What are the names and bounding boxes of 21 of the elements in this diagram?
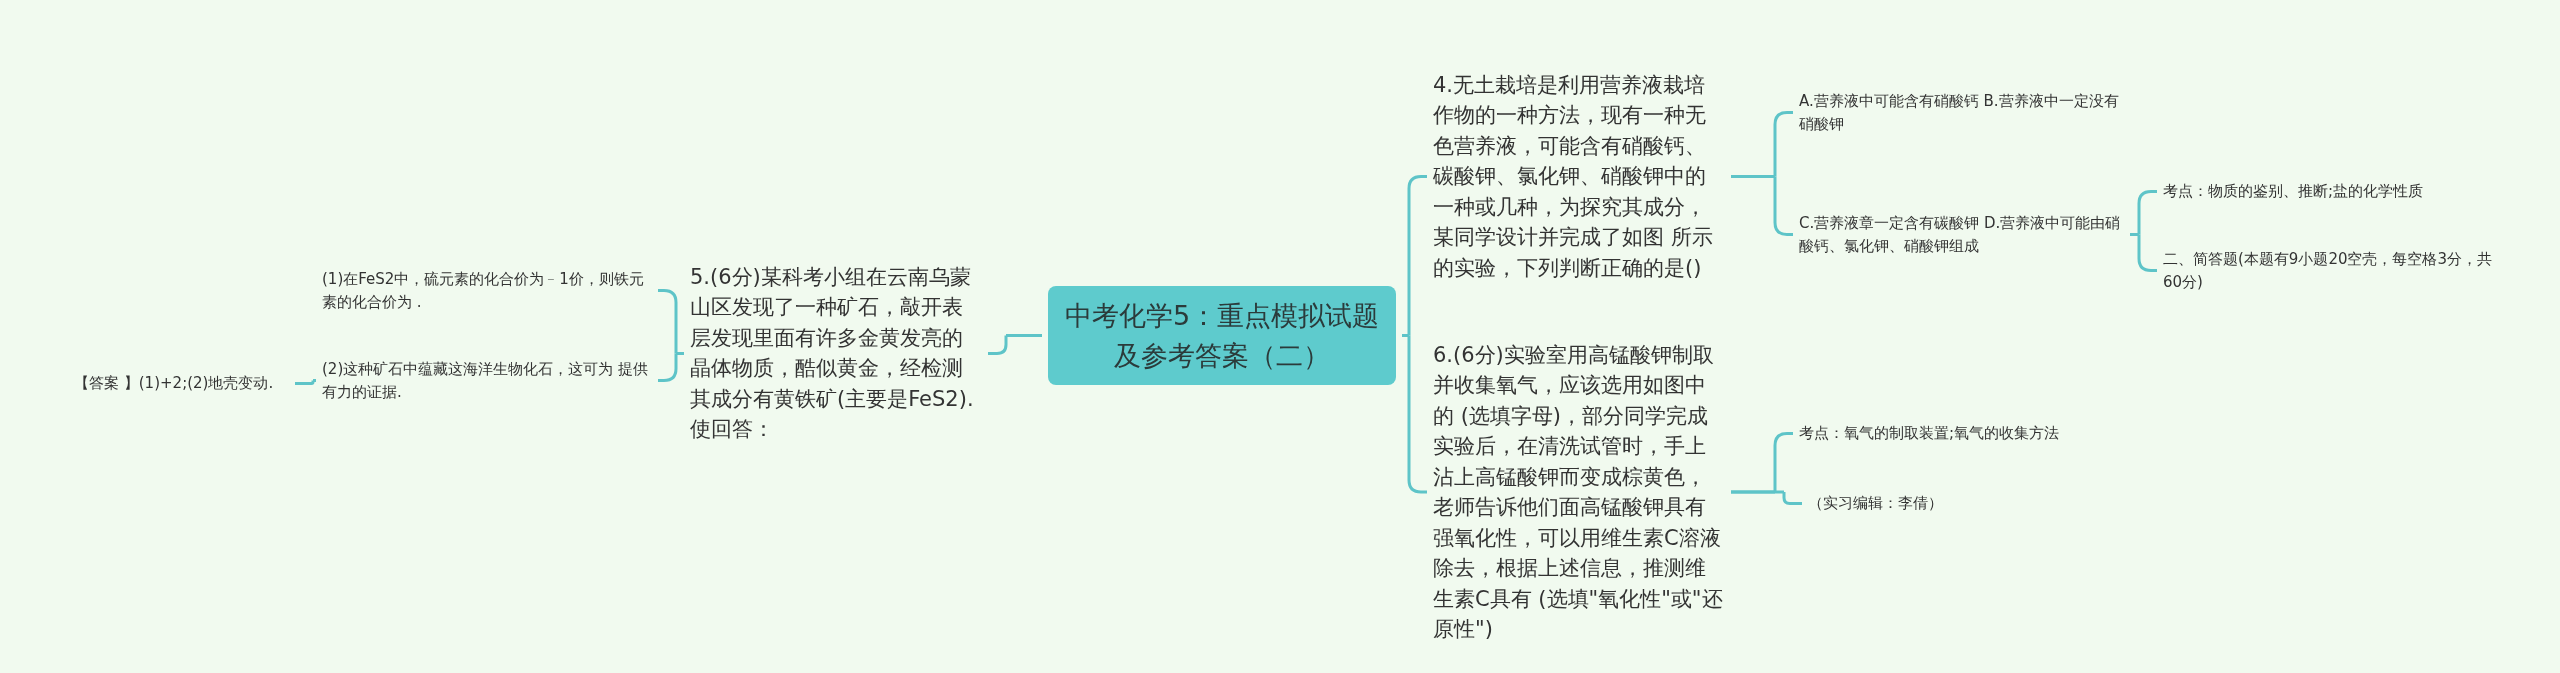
- connector-line: [986, 334, 1044, 355]
- branch-text: 6.(6分)实验室用高锰酸钾制取并收集氧气，应该选用如图中的 (选填字母)，部分同学完成实验后，在清洗试管时，手上沾上高锰酸钾而变成棕黄色，老师告诉他们面高锰酸钾具有强氧化性，可以用维生素C溶液除去，根据上述信息，推测维生素C具有 (选填"氧化性"或"还原性"): [1433, 342, 1724, 643]
- connector-line: [1729, 175, 1795, 236]
- branch-text: (2)这种矿石中蕴藏这海洋生物化石，这可为 提供有力的证据.: [322, 359, 649, 403]
- connector-line: [1729, 490, 1804, 505]
- connector-line: [2128, 233, 2159, 272]
- branch-text: 4.无土栽培是利用营养液栽培作物的一种方法，现有一种无色营养液，可能含有硝酸钙、碳酸钾、氯化钾、硝酸钾中的一种或几种，为探究其成分，某同学设计并完成了如图 所示的实验，下列判断正确的是(): [1433, 72, 1714, 282]
- connector-line: [293, 379, 318, 385]
- branch-text: A.营养液中可能含有硝酸钙 B.营养液中一定没有硝酸钾: [1799, 91, 2120, 135]
- connector-line: [1400, 334, 1429, 494]
- branch-text: （实习编辑：李倩）: [1808, 493, 1944, 514]
- branch-text: 考点：氧气的制取装置;氧气的收集方法: [1799, 423, 2061, 444]
- branch-text: 二、简答题(本题有9小题20空壳，每空格3分，共60分): [2163, 249, 2494, 293]
- connector-line: [656, 352, 686, 382]
- topic-title: 中考化学5：重点模拟试题及参考答案（二）: [1064, 299, 1380, 373]
- branch-text: 5.(6分)某科考小组在云南乌蒙山区发现了一种矿石，敲开表层发现里面有许多金黄发亮的晶体物质，酷似黄金，经检测其成分有黄铁矿(主要是FeS2).使回答：: [690, 264, 975, 444]
- branch-text: (1)在FeS2中，硫元素的化合价为﹣1价，则铁元素的化合价为 .: [322, 269, 645, 313]
- branch-text: 【答案 】(1)+2;(2)地壳变动.: [74, 373, 275, 394]
- branch-text: 考点：物质的鉴别、推断;盐的化学性质: [2163, 181, 2425, 202]
- topic-box: [1048, 286, 1396, 385]
- branch-text: C.营养液章一定含有碳酸钾 D.营养液中可能由硝酸钙、氯化钾、硝酸钾组成: [1799, 213, 2122, 257]
